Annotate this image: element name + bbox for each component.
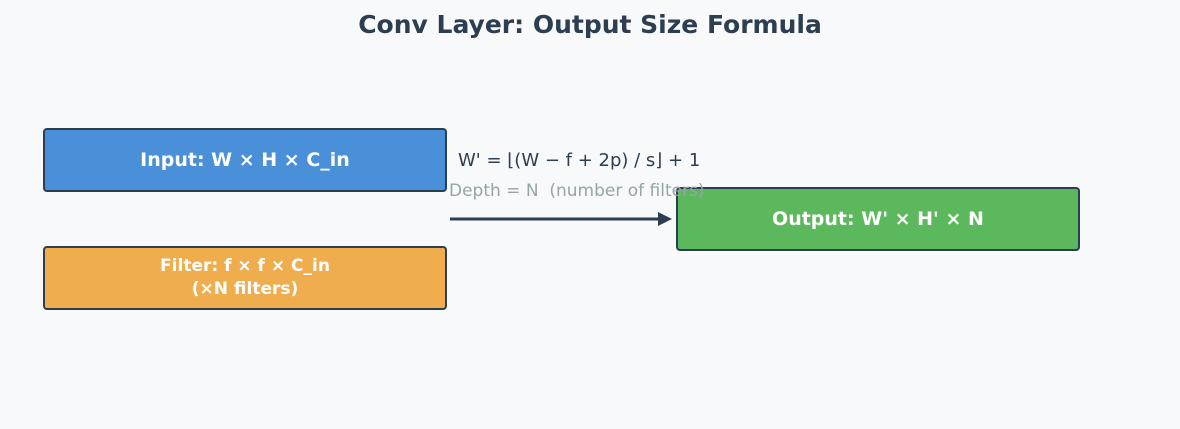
arrow-to-output xyxy=(450,212,672,226)
output-box: Output: W' × H' × N xyxy=(676,187,1080,251)
diagram-title: Conv Layer: Output Size Formula xyxy=(358,10,822,39)
output-size-formula: W' = ⌊(W − f + 2p) / s⌋ + 1 xyxy=(458,150,701,171)
filter-label-line1: Filter: f × f × C_in xyxy=(160,256,330,276)
input-label: Input: W × H × C_in xyxy=(140,149,350,171)
arrow-head xyxy=(658,212,672,226)
output-label: Output: W' × H' × N xyxy=(772,208,984,230)
depth-note: Depth = N (number of filters) xyxy=(449,181,705,201)
filter-label-line2: (×N filters) xyxy=(191,279,299,299)
input-box: Input: W × H × C_in xyxy=(43,128,447,192)
filter-box: Filter: f × f × C_in (×N filters) xyxy=(43,246,447,310)
